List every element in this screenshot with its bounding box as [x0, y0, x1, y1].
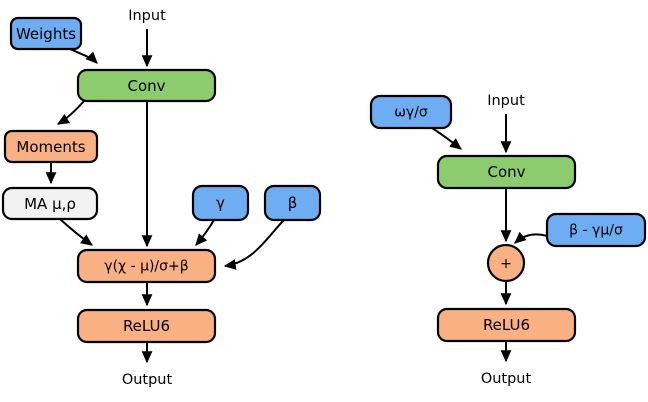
conv-label-right: Conv — [487, 163, 525, 181]
node-beta[interactable]: β — [263, 184, 322, 222]
node-conv-left[interactable]: Conv — [76, 68, 217, 103]
node-gamma[interactable]: γ — [191, 184, 250, 222]
relu6-label-left: ReLU6 — [123, 317, 170, 335]
node-weights[interactable]: Weights — [9, 16, 83, 51]
relu6-label-right: ReLU6 — [483, 316, 530, 334]
folded-weights-label: ωγ/σ — [394, 105, 428, 121]
gamma-box[interactable] — [191, 184, 250, 222]
edge-ma-to-batchnorm — [59, 218, 93, 246]
folded-weights-box[interactable] — [369, 94, 453, 130]
node-moving-average[interactable]: MA μ,ρ — [1, 186, 99, 221]
left-input-label: Input — [128, 8, 166, 24]
weights-label: Weights — [16, 25, 76, 43]
folded-bias-label: β - γμ/σ — [569, 223, 623, 239]
node-folded-bias[interactable]: β - γμ/σ — [545, 212, 647, 248]
node-batchnorm[interactable]: γ(χ - μ)/σ+β — [76, 248, 217, 284]
node-folded-weights[interactable]: ωγ/σ — [369, 94, 453, 130]
node-add[interactable]: + — [486, 243, 526, 283]
folded-bias-box[interactable] — [545, 212, 647, 248]
right-graph: Input ωγ/σ Conv β - γμ/σ — [369, 93, 647, 387]
moving-average-box[interactable] — [1, 186, 99, 221]
add-label: + — [500, 256, 512, 272]
right-input-label: Input — [487, 93, 525, 109]
moving-average-label: MA μ,ρ — [24, 195, 76, 213]
node-conv-right[interactable]: Conv — [436, 154, 577, 190]
edge-weights-to-conv — [69, 48, 98, 64]
conv-label-left: Conv — [127, 77, 165, 95]
beta-label: β — [288, 194, 298, 212]
edge-beta-to-batchnorm — [223, 219, 285, 270]
node-relu6-right[interactable]: ReLU6 — [436, 307, 577, 343]
beta-box[interactable] — [263, 184, 322, 222]
edge-gamma-to-batchnorm — [195, 219, 215, 246]
right-output-label: Output — [481, 371, 532, 387]
edge-folded-weights-to-conv — [431, 127, 462, 150]
node-moments[interactable]: Moments — [3, 129, 99, 164]
moments-label: Moments — [16, 138, 85, 156]
batchnorm-label: γ(χ - μ)/σ+β — [104, 259, 188, 275]
weights-box[interactable] — [9, 16, 83, 51]
node-relu6-left[interactable]: ReLU6 — [76, 308, 217, 344]
edge-conv-to-moments — [56, 100, 85, 125]
edge-folded-bias-to-add — [514, 231, 548, 244]
left-output-label: Output — [122, 372, 173, 388]
gamma-label: γ — [216, 194, 225, 212]
left-graph: Input Weights Conv Moments — [1, 8, 322, 388]
